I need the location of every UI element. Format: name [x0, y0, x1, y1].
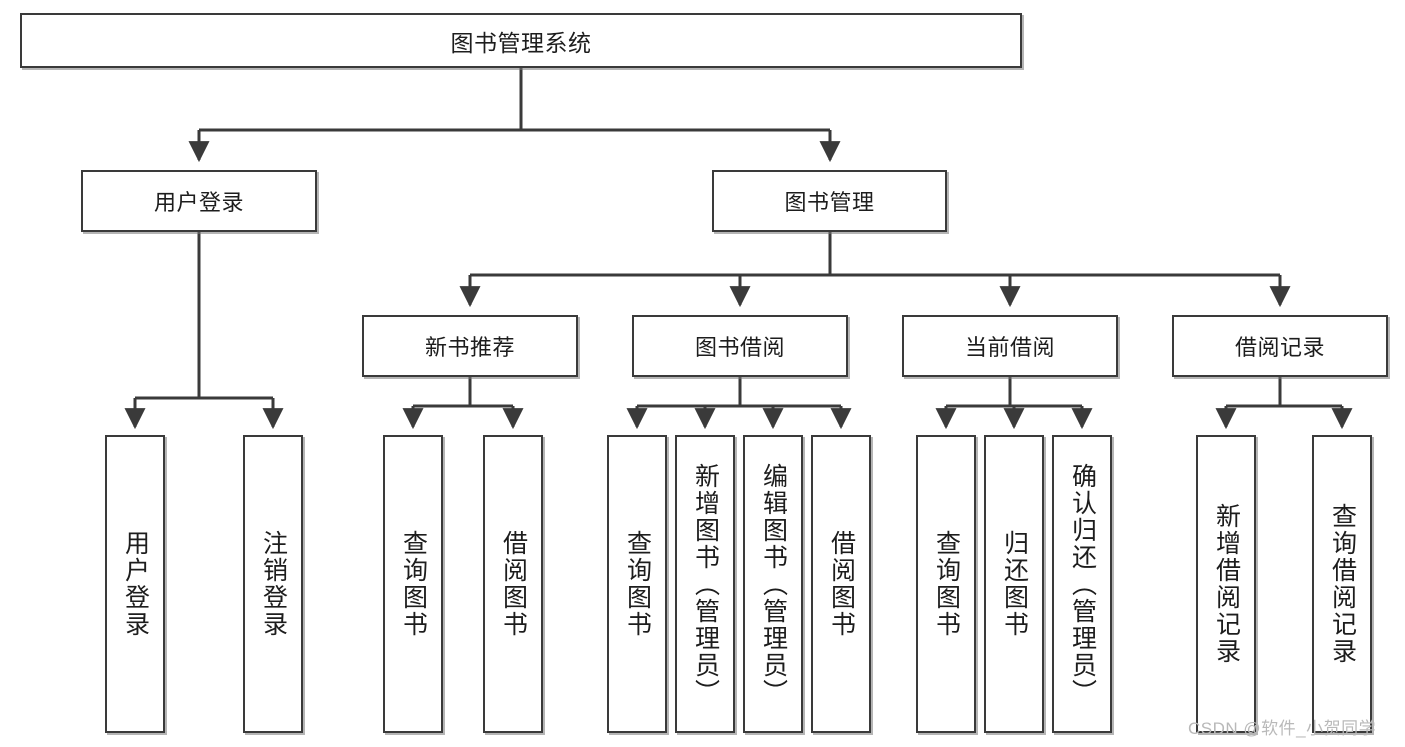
leaf-user-login[interactable]: 用户登录 — [105, 435, 165, 733]
node-root[interactable]: 图书管理系统 — [20, 13, 1022, 68]
leaf-edit-book[interactable]: 编辑图书（管理员） — [743, 435, 803, 733]
leaf-add-book-label: 新增图书（管理员） — [691, 462, 720, 706]
watermark: CSDN @软件_小贺同学 — [1188, 719, 1377, 738]
leaf-query-book-2-label: 查询图书 — [623, 530, 652, 638]
node-user-login[interactable]: 用户登录 — [81, 170, 317, 232]
leaf-query-record[interactable]: 查询借阅记录 — [1312, 435, 1372, 733]
node-book-borrow[interactable]: 图书借阅 — [632, 315, 848, 377]
leaf-query-book-3[interactable]: 查询图书 — [916, 435, 976, 733]
node-new-book-recommend-label: 新书推荐 — [424, 335, 515, 360]
node-new-book-recommend[interactable]: 新书推荐 — [362, 315, 578, 377]
leaf-return-book[interactable]: 归还图书 — [984, 435, 1044, 733]
leaf-query-book-1[interactable]: 查询图书 — [383, 435, 443, 733]
leaf-query-book-2[interactable]: 查询图书 — [607, 435, 667, 733]
leaf-logout-label: 注销登录 — [259, 530, 288, 638]
leaf-return-book-label: 归还图书 — [1000, 530, 1029, 638]
leaf-borrow-book-2[interactable]: 借阅图书 — [811, 435, 871, 733]
leaf-add-book[interactable]: 新增图书（管理员） — [675, 435, 735, 733]
node-book-manage[interactable]: 图书管理 — [712, 170, 947, 232]
node-current-borrow-label: 当前借阅 — [964, 335, 1055, 360]
node-book-manage-label: 图书管理 — [784, 190, 875, 215]
node-user-login-label: 用户登录 — [153, 190, 244, 215]
leaf-borrow-book-2-label: 借阅图书 — [827, 530, 856, 638]
leaf-borrow-book-1[interactable]: 借阅图书 — [483, 435, 543, 733]
leaf-query-record-label: 查询借阅记录 — [1328, 503, 1357, 665]
node-root-label: 图书管理系统 — [450, 29, 592, 56]
leaf-query-book-1-label: 查询图书 — [399, 530, 428, 638]
leaf-add-record-label: 新增借阅记录 — [1212, 503, 1241, 665]
node-borrow-record-label: 借阅记录 — [1234, 335, 1325, 360]
node-current-borrow[interactable]: 当前借阅 — [902, 315, 1118, 377]
leaf-confirm-return-label: 确认归还（管理员） — [1068, 462, 1097, 706]
leaf-query-book-3-label: 查询图书 — [932, 530, 961, 638]
leaf-borrow-book-1-label: 借阅图书 — [499, 530, 528, 638]
leaf-edit-book-label: 编辑图书（管理员） — [759, 462, 788, 706]
node-borrow-record[interactable]: 借阅记录 — [1172, 315, 1388, 377]
node-book-borrow-label: 图书借阅 — [694, 335, 785, 360]
leaf-user-login-label: 用户登录 — [121, 530, 150, 638]
leaf-add-record[interactable]: 新增借阅记录 — [1196, 435, 1256, 733]
leaf-confirm-return[interactable]: 确认归还（管理员） — [1052, 435, 1112, 733]
leaf-logout[interactable]: 注销登录 — [243, 435, 303, 733]
